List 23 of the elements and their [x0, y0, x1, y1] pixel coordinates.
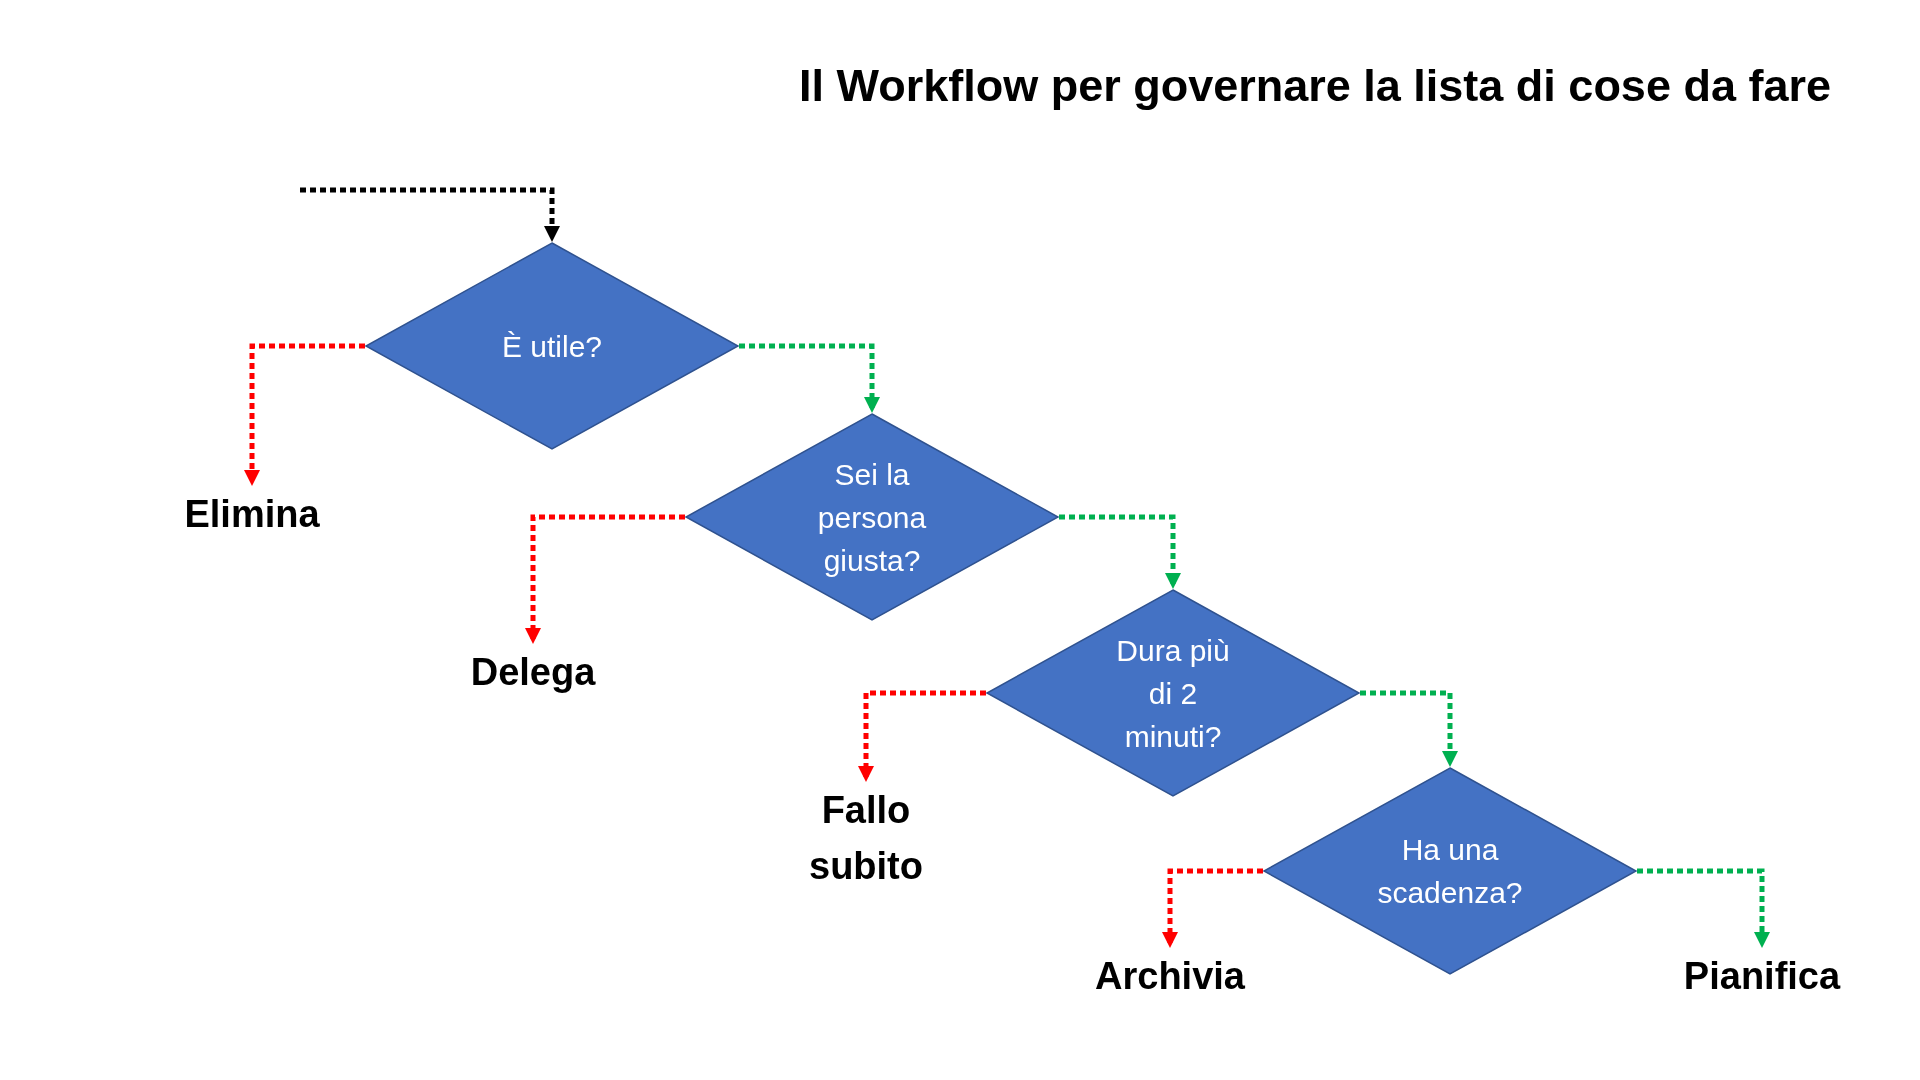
flow-arrow: [244, 343, 365, 486]
decision-question: Ha una scadenza?: [1376, 832, 1524, 911]
outcome-label: Pianifica: [1683, 948, 1841, 1004]
decision-question: Sei la persona giusta?: [816, 456, 928, 579]
flow-arrow: [525, 514, 685, 644]
outcome-label: Fallo subito: [791, 782, 941, 894]
decision-question: Dura più di 2 minuti?: [1115, 632, 1231, 755]
flow-arrow: [1162, 868, 1263, 948]
decision-diamond: [685, 413, 1059, 621]
flow-arrow: [1637, 868, 1770, 948]
flow-arrow: [1059, 514, 1181, 589]
flow-arrow: [1360, 690, 1458, 767]
decision-question: È utile?: [500, 328, 604, 365]
flow-arrow: [300, 187, 560, 242]
diagram-title: Il Workflow per governare la lista di cose da fare: [799, 60, 1831, 112]
outcome-label: Archivia: [1095, 948, 1245, 1004]
flow-arrow: [739, 343, 880, 413]
decision-diamond: [1263, 767, 1637, 975]
flow-arrow: [858, 690, 986, 782]
decision-diamond: [365, 242, 739, 450]
outcome-label: Delega: [470, 644, 596, 700]
outcome-label: Elimina: [184, 486, 320, 542]
decision-diamond: [986, 589, 1360, 797]
